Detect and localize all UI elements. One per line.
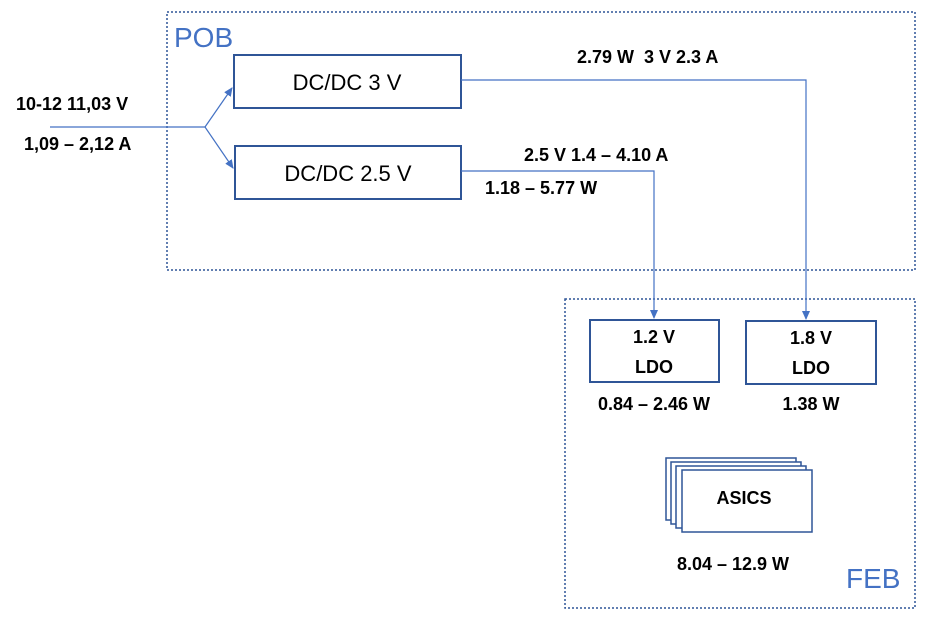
dcdc-2-5v-output-wire: [461, 170, 658, 319]
dcdc-2-5v-power-label: 1.18 – 5.77 W: [485, 178, 597, 198]
ldo-1-2v-block: [589, 319, 720, 383]
pob-region: [166, 11, 916, 271]
dcdc-3v-label: DC/DC 3 V: [293, 70, 402, 95]
dcdc-2-5v-block: [234, 145, 462, 200]
dcdc-3v-block: [233, 54, 462, 109]
dcdc-2-5v-output-label: 2.5 V 1.4 – 4.10 A: [524, 145, 668, 165]
pob-label: POB: [174, 22, 233, 53]
ldo-1-8v-type-label: LDO: [792, 358, 830, 378]
feb-region: [564, 298, 916, 609]
input-to-dcdc25-wire: [204, 126, 234, 169]
dcdc-3v-output-label: 2.79 W 3 V 2.3 A: [577, 47, 718, 67]
ldo-1-2v-voltage-label: 1.2 V: [633, 327, 675, 347]
asics-stack: [665, 457, 813, 533]
asics-layer-front: [681, 469, 813, 533]
ldo-1-8v-voltage-label: 1.8 V: [790, 328, 832, 348]
input-to-dcdc3-wire: [204, 87, 233, 128]
ldo-1-8v-block: [745, 320, 877, 385]
ldo-1-8v-power-label: 1.38 W: [782, 394, 839, 414]
feb-label: FEB: [846, 563, 900, 594]
input-voltage-label: 10-12 11,03 V: [16, 94, 128, 114]
ldo-1-2v-power-label: 0.84 – 2.46 W: [598, 394, 710, 414]
input-current-label: 1,09 – 2,12 A: [24, 134, 131, 154]
dcdc-3v-output-wire: [461, 79, 810, 320]
dcdc-2-5v-label: DC/DC 2.5 V: [284, 161, 411, 186]
ldo-1-2v-type-label: LDO: [635, 357, 673, 377]
asics-power-label: 8.04 – 12.9 W: [677, 554, 789, 574]
asics-label: ASICS: [716, 488, 771, 508]
